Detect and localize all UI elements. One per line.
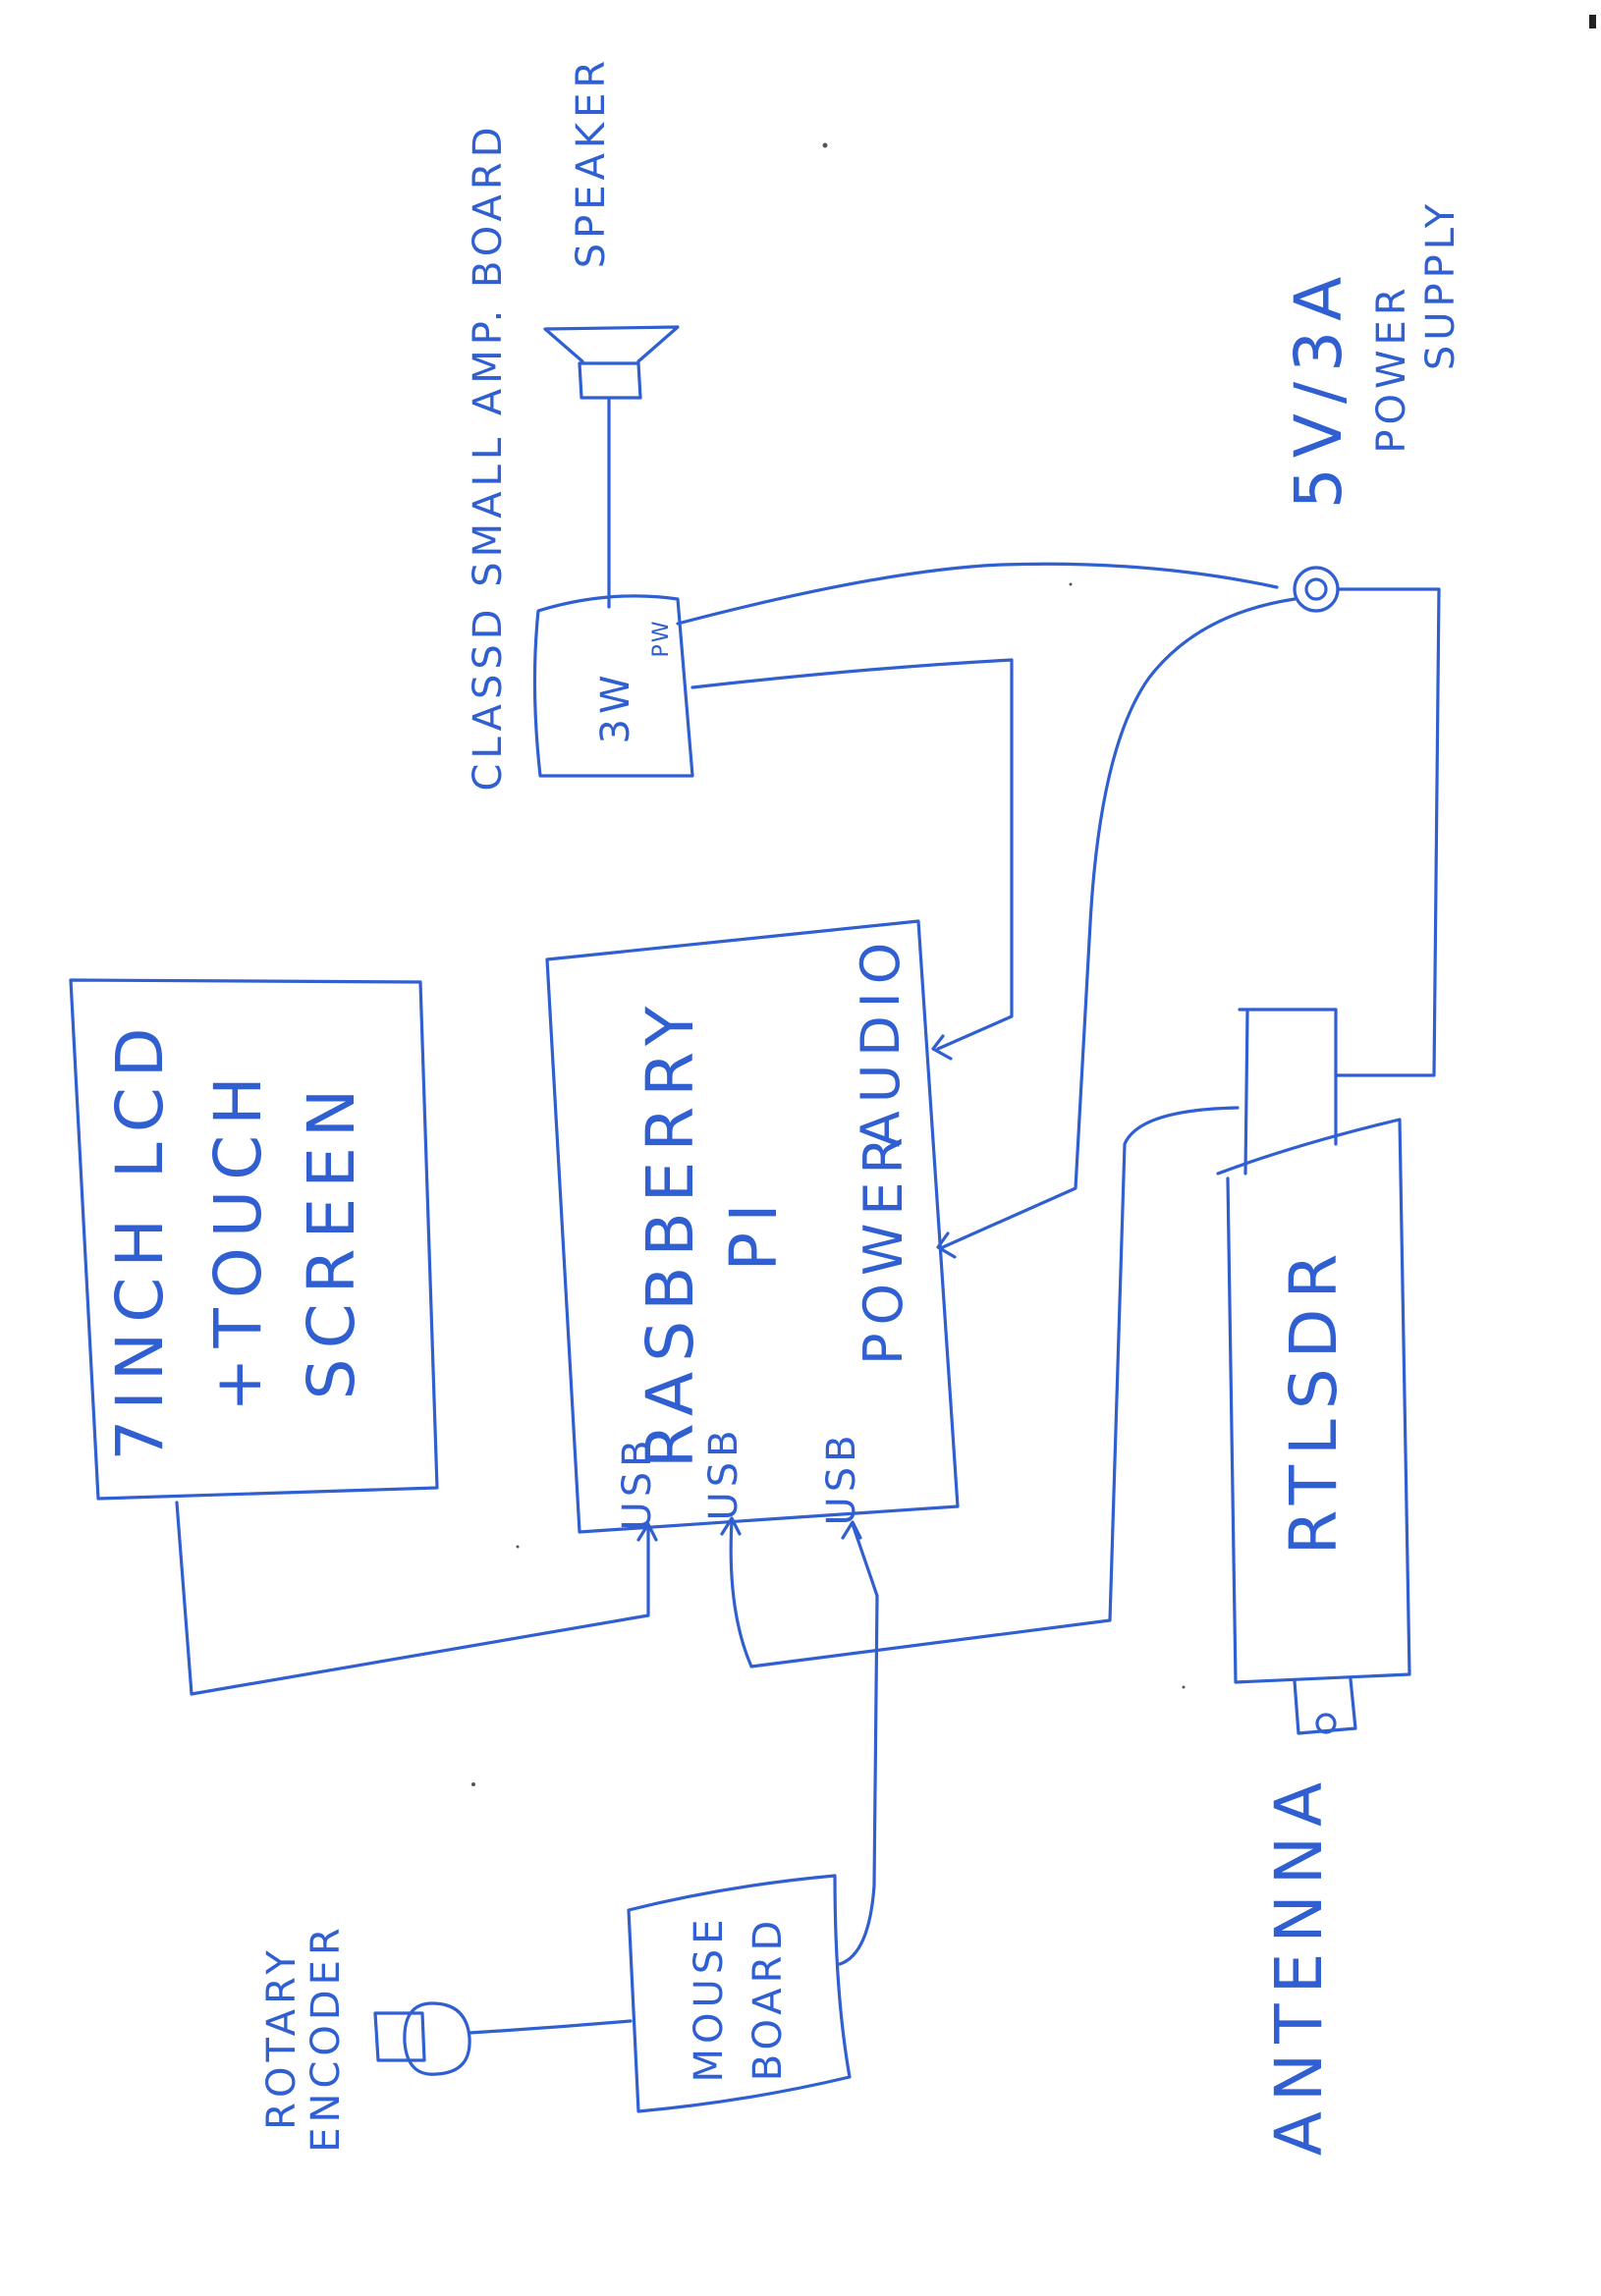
- amp-power-rating: 3W: [593, 671, 638, 744]
- wire-amp-power-to-psu: [676, 562, 1279, 626]
- rtlsdr: RTLSDR: [1216, 1008, 1411, 1735]
- pi-port-audio: AUDIO: [850, 935, 911, 1147]
- wire-lcd-to-pi-usb: [175, 1501, 650, 1696]
- encoder-label-line2: ENCODER: [304, 1923, 349, 2152]
- paper-specks: [471, 15, 1596, 1786]
- mouse-board-box: [627, 1874, 852, 2113]
- psu-label-line1: 5V/3A: [1281, 267, 1356, 510]
- antenna-label: ANTENNA: [1261, 1773, 1337, 2156]
- amp-board: CLASSD SMALL AMP. BOARD 3W PW: [466, 122, 694, 792]
- pi-port-power: POWER: [853, 1129, 914, 1365]
- raspberry-pi: RASBBERRY PI POWER AUDIO USB USB USB: [545, 919, 960, 1534]
- mouse-board: MOUSE BOARD: [627, 1874, 852, 2113]
- pi-label-line2: PI: [716, 1193, 792, 1271]
- wire-pi-usb-to-mouse: [838, 1522, 879, 1966]
- psu-label-line2: POWER: [1369, 283, 1414, 453]
- rtlsdr-usb-plug: [1238, 1008, 1338, 1175]
- psu-label-line3: SUPPLY: [1418, 199, 1463, 370]
- mouse-label-line2: BOARD: [745, 1916, 791, 2081]
- rtlsdr-box: [1216, 1118, 1411, 1684]
- pi-port-usb-2: USB: [701, 1425, 746, 1520]
- pi-label-line1: RASBBERRY: [633, 997, 708, 1468]
- pi-port-usb-1: USB: [615, 1435, 660, 1530]
- speaker: SPEAKER: [543, 56, 680, 609]
- speaker-label: SPEAKER: [569, 56, 614, 268]
- antenna: ANTENNA: [1261, 1773, 1337, 2156]
- wire-amp-to-pi-audio: [690, 658, 1014, 1051]
- rotary-encoder-icon: [373, 2001, 471, 2076]
- wire-pi-usb-to-rtlsdr: [729, 1106, 1240, 1668]
- lcd-label-line1: 7INCH LCD: [102, 1017, 178, 1460]
- wire-psu-to-pi-power: [941, 597, 1297, 1249]
- wires: [175, 562, 1441, 1966]
- amp-board-box: [532, 594, 694, 778]
- pi-port-usb-3: USB: [819, 1430, 864, 1525]
- amp-pwr-label: PW: [649, 619, 674, 657]
- amp-board-label: CLASSD SMALL AMP. BOARD: [466, 122, 511, 791]
- speaker-icon: [543, 325, 680, 400]
- power-jack-icon: [1293, 566, 1340, 613]
- wire-psu-to-rtlsdr: [1334, 587, 1441, 1077]
- lcd-label-line2: +TOUCH: [200, 1066, 276, 1412]
- lcd-screen: 7INCH LCD +TOUCH SCREEN: [69, 978, 439, 1501]
- raspberry-pi-box: [545, 919, 960, 1534]
- rtlsdr-label: RTLSDR: [1276, 1244, 1352, 1556]
- power-supply: 5V/3A POWER SUPPLY: [1281, 199, 1463, 613]
- encoder-label-line1: ROTARY: [259, 1945, 304, 2130]
- rotary-encoder: ROTARY ENCODER: [259, 1923, 633, 2153]
- antenna-connector: [1293, 1677, 1357, 1735]
- mouse-label-line1: MOUSE: [687, 1915, 732, 2083]
- lcd-box: [69, 978, 439, 1501]
- lcd-label-line3: SCREEN: [294, 1079, 369, 1400]
- encoder-wire: [468, 2019, 633, 2035]
